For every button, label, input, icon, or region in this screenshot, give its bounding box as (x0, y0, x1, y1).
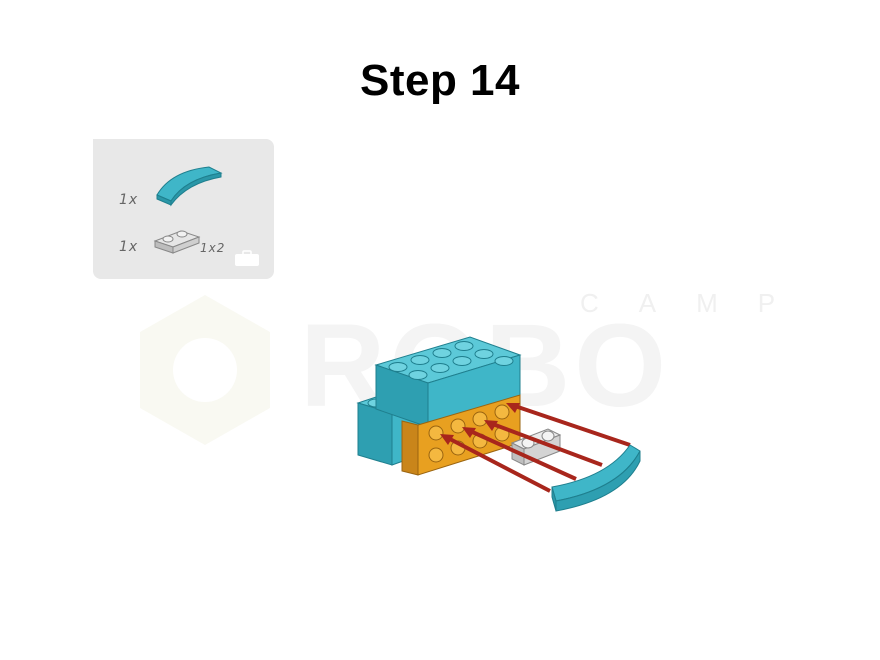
watermark-top-text: CAMP (580, 288, 816, 318)
part-quantity: 1x (119, 192, 139, 208)
assembly-arrows (440, 403, 631, 493)
part-size-label: 1x2 (200, 241, 226, 255)
step-title: Step 14 (359, 56, 520, 105)
curved-slope-teal-piece (551, 444, 641, 512)
toolbox-icon (235, 250, 259, 266)
plate-1x2-gray-icon (153, 230, 201, 254)
curved-slope-teal-icon (156, 166, 223, 207)
robocamp-logo-watermark (140, 295, 270, 445)
parts-list-panel: 1x 1x 1x2 (93, 139, 274, 279)
teal-top-brick (374, 336, 522, 428)
part-quantity: 1x (119, 239, 139, 255)
step-model-illustration (356, 336, 641, 512)
